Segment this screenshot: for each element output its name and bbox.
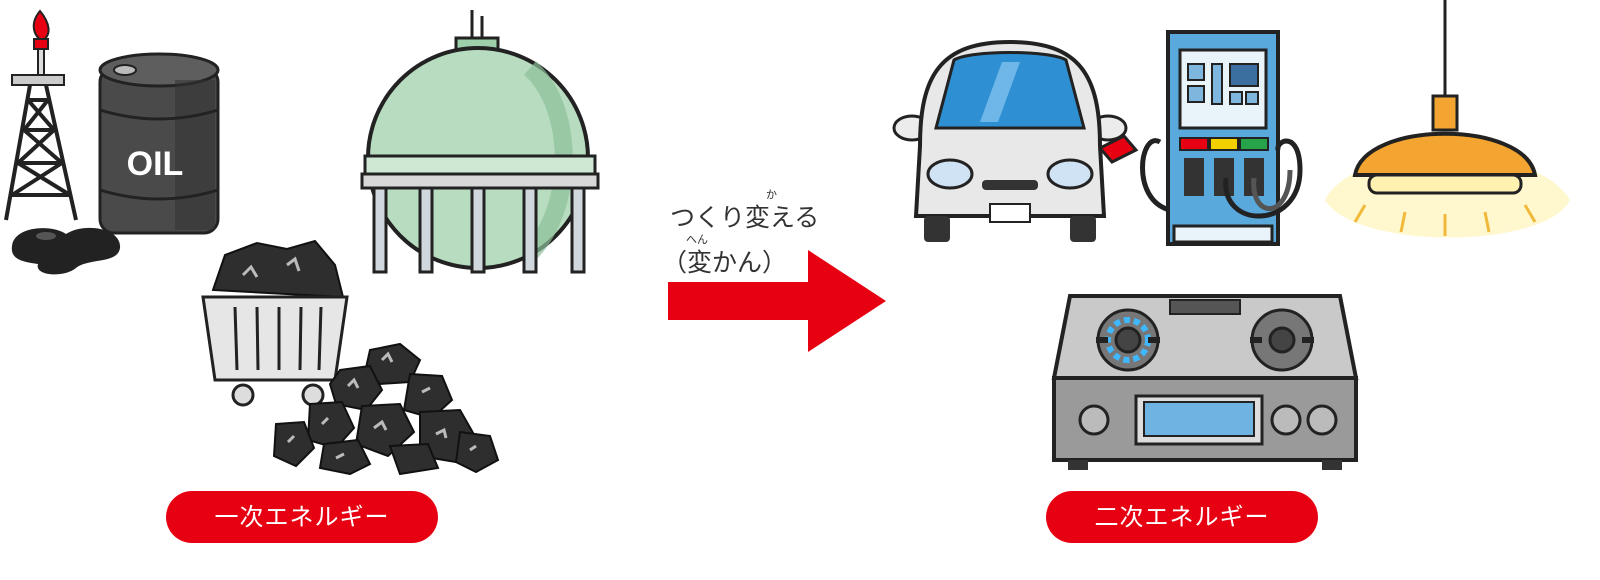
ruby-hen: へん	[686, 233, 708, 246]
transform-arrow	[668, 250, 886, 352]
gas-tank-illustration	[360, 10, 600, 274]
oil-drum-text: OIL	[127, 145, 184, 183]
oil-derrick-illustration	[4, 9, 78, 221]
gas-stove-illustration	[1051, 294, 1359, 470]
ruby-ka: か	[766, 188, 777, 201]
coal-pile-illustration	[272, 342, 500, 475]
coal-cart-illustration	[201, 239, 349, 407]
transform-caption-line1: つくり変える	[670, 203, 820, 232]
transform-caption-line2: （変かん）	[662, 248, 788, 277]
gas-pump-illustration	[1100, 30, 1303, 246]
oil-puddle-illustration	[11, 227, 121, 275]
primary-energy-label: 一次エネルギー	[166, 491, 438, 543]
oil-drum-illustration: OIL	[98, 52, 220, 235]
car-illustration	[892, 39, 1128, 242]
ceiling-lamp-illustration	[1325, 0, 1570, 238]
secondary-energy-label: 二次エネルギー	[1046, 491, 1318, 543]
